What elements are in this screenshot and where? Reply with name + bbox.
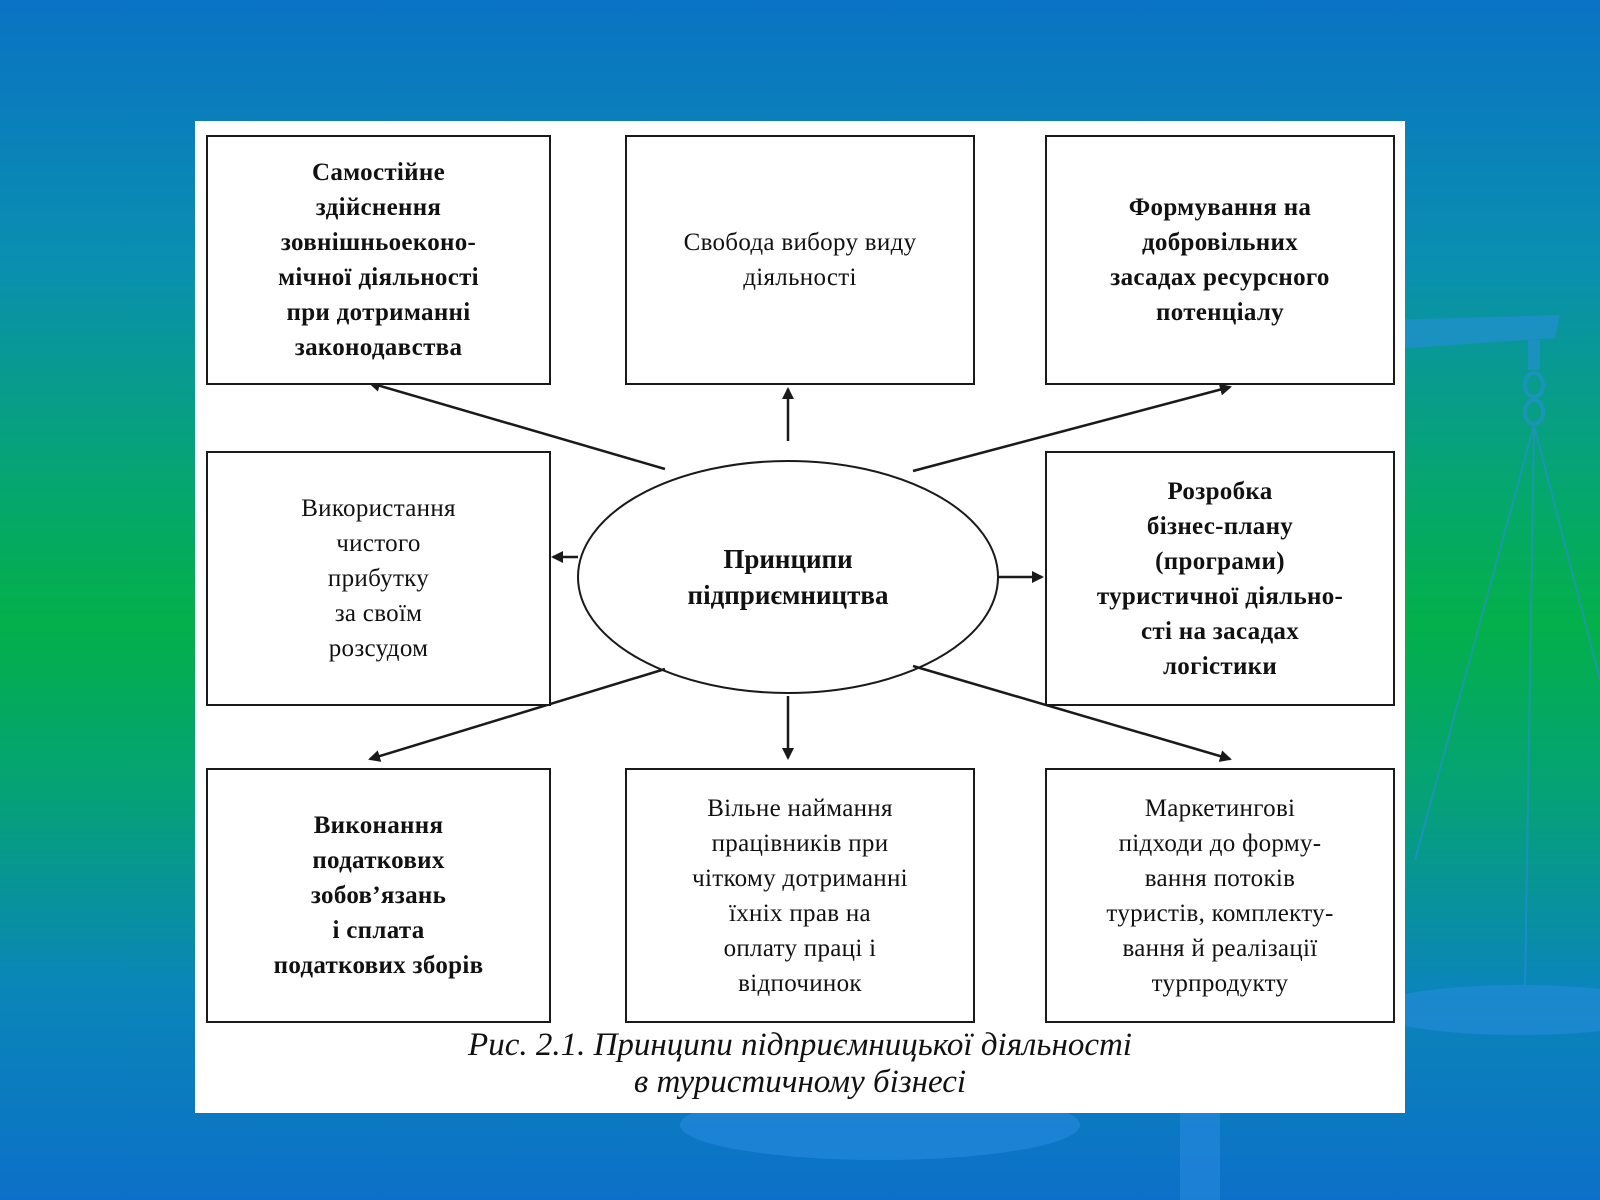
box-top-right-text: Формування на добровільних засадах ресур… <box>1110 194 1330 326</box>
box-bottom-left-text: Виконання податкових зобов’язань і сплат… <box>273 812 484 979</box>
box-middle-right: Розробка бізнес-плану (програми) туристи… <box>1045 451 1395 706</box>
box-top-center-text: Свобода вибору виду діяльності <box>683 229 917 291</box>
arrow-to-top-left <box>368 380 666 471</box>
center-ellipse <box>577 460 999 694</box>
figure-caption: Рис. 2.1. Принципи підприємницької діяль… <box>468 1027 1132 1100</box>
diagram-panel: Самостійне здійснення зовнішньоеконо- мі… <box>195 121 1405 1113</box>
box-middle-left: Використання чистого прибутку за своїм р… <box>206 451 551 706</box>
box-bottom-left: Виконання податкових зобов’язань і сплат… <box>206 768 551 1023</box>
center-principles: Принципи підприємництва <box>578 461 998 693</box>
box-bottom-center: Вільне наймання працівників при чіткому … <box>625 768 975 1023</box>
box-top-right: Формування на добровільних засадах ресур… <box>1045 135 1395 385</box>
arrow-to-top-right <box>912 383 1232 473</box>
box-top-center: Свобода вибору виду діяльності <box>625 135 975 385</box>
box-top-left-text: Самостійне здійснення зовнішньоеконо- мі… <box>278 159 479 361</box>
box-middle-left-text: Використання чистого прибутку за своїм р… <box>301 495 456 662</box>
diagram-arrows <box>368 380 1232 762</box>
box-bottom-center-text: Вільне наймання працівників при чіткому … <box>692 794 908 997</box>
box-bottom-right: Маркетингові підходи до форму- вання пот… <box>1045 768 1395 1023</box>
arrow-to-bottom-left <box>368 667 666 762</box>
center-label: Принципи підприємництва <box>687 544 889 610</box>
box-top-left: Самостійне здійснення зовнішньоеконо- мі… <box>206 135 551 385</box>
arrow-to-bottom-right <box>912 664 1232 762</box>
box-bottom-right-text: Маркетингові підходи до форму- вання пот… <box>1106 794 1334 997</box>
box-middle-right-text: Розробка бізнес-плану (програми) туристи… <box>1096 477 1344 680</box>
